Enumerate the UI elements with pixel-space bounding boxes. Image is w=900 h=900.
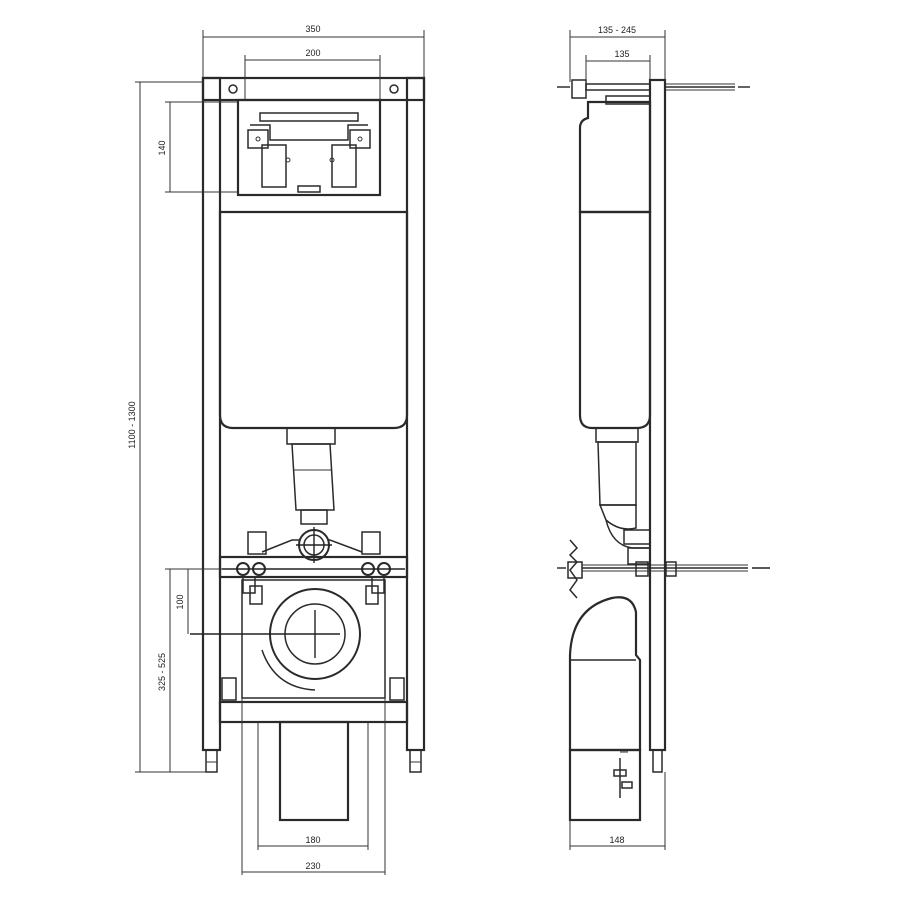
mounting-rail [218, 555, 409, 594]
side-frame-post [648, 78, 667, 773]
dim-top-plate-label: 200 [305, 48, 320, 58]
middle-anchor-rod [557, 539, 770, 599]
side-drain-pipe [568, 596, 642, 822]
dim-cistern-opening: 140 [157, 101, 238, 193]
dim-cistern-opening-label: 140 [157, 140, 167, 155]
dim-bottom-inner-label: 180 [305, 835, 320, 845]
dim-drain-height-label: 325 - 525 [157, 653, 167, 691]
dim-drain-offset: 100 [175, 568, 222, 634]
dim-depth-label: 135 [614, 49, 629, 59]
dim-depth-range: 135 - 245 [569, 25, 666, 82]
dim-bottom-inner: 180 [257, 722, 369, 850]
top-anchor-rod [557, 79, 750, 105]
side-cistern [578, 100, 652, 549]
front-view: 350 200 140 1100 - 1300 100 [127, 24, 426, 875]
drain-bend [190, 579, 405, 701]
cistern [218, 210, 409, 525]
dim-bottom-depth: 148 [569, 772, 666, 850]
foot-bolt [613, 751, 633, 798]
dim-total-width: 350 [202, 24, 425, 78]
frame-right-post [405, 76, 426, 773]
dim-drain-offset-label: 100 [175, 594, 185, 609]
bottom-rail [218, 700, 409, 822]
dim-bottom-outer: 230 [241, 698, 386, 875]
dim-total-width-label: 350 [305, 24, 320, 34]
dim-bottom-depth-label: 148 [609, 835, 624, 845]
flush-bracket [236, 98, 382, 197]
top-plate [201, 76, 426, 102]
dim-top-plate: 200 [244, 48, 381, 100]
water-inlet-fitting [247, 527, 381, 563]
dim-drain-height: 325 - 525 [157, 568, 203, 772]
dim-frame-height-label: 1100 - 1300 [127, 401, 137, 448]
dim-depth-range-label: 135 - 245 [598, 25, 636, 35]
dim-depth: 135 [585, 49, 651, 84]
dim-bottom-outer-label: 230 [305, 861, 320, 871]
side-view: 135 - 245 135 148 [557, 25, 770, 850]
frame-left-post [201, 76, 222, 773]
